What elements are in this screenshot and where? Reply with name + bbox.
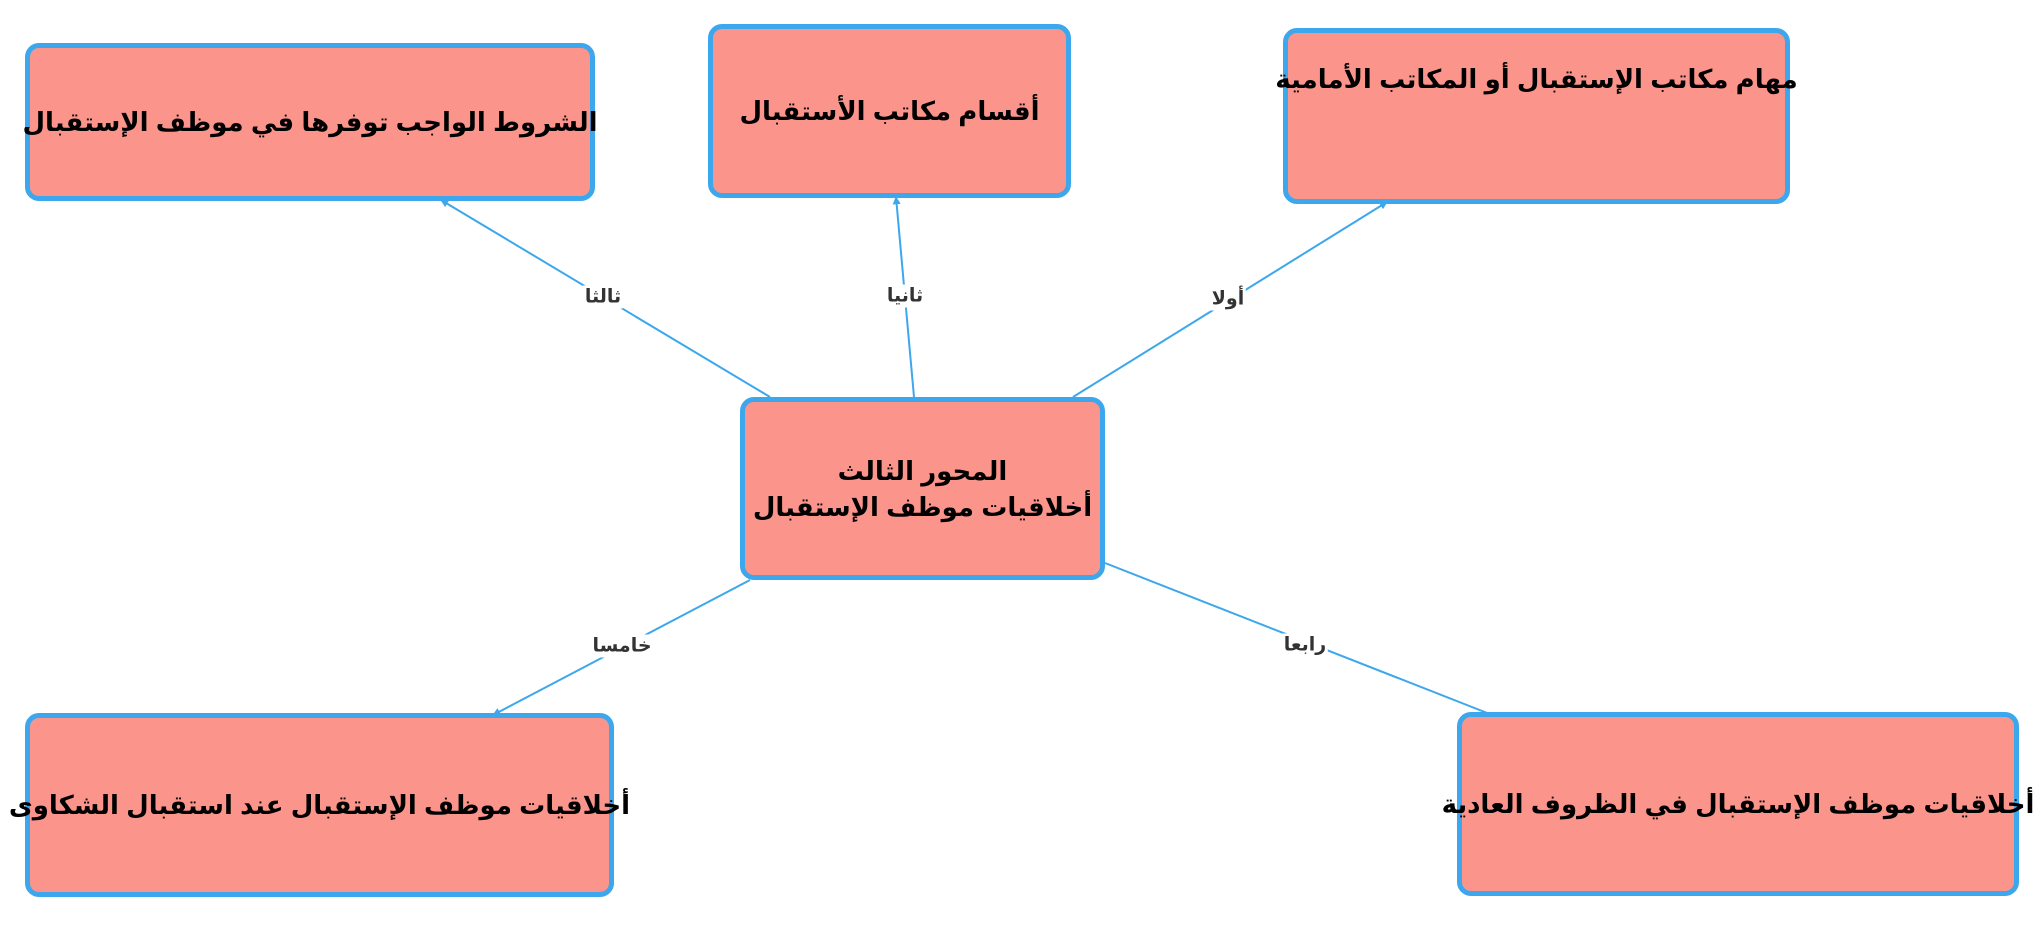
node-second-text: أقسام مكاتب الأستقبال [739,96,1040,126]
node-center[interactable]: المحور الثالث أخلاقيات موظف الإستقبال [740,397,1105,580]
node-fifth[interactable]: أخلاقيات موظف الإستقبال عند استقبال الشك… [9,713,630,897]
edge-label-second: ثانيا [884,284,926,308]
node-first[interactable]: مهام مكاتب الإستقبال أو المكاتب الأمامية [1275,28,1798,204]
node-fourth[interactable]: أخلاقيات موظف الإستقبال في الظروف العادي… [1442,712,2034,896]
node-center-text: المحور الثالث أخلاقيات موظف الإستقبال [753,453,1092,525]
node-first-text: مهام مكاتب الإستقبال أو المكاتب الأمامية [1275,64,1798,94]
node-fifth-text: أخلاقيات موظف الإستقبال عند استقبال الشك… [8,790,631,820]
edge-label-fifth: خامسا [590,634,654,658]
node-center-line2: أخلاقيات موظف الإستقبال [752,491,1093,522]
node-second[interactable]: أقسام مكاتب الأستقبال [708,24,1071,198]
edge-label-first: أولا [1209,287,1247,311]
node-third[interactable]: الشروط الواجب توفرها في موظف الإستقبال [22,43,598,201]
edge-label-third: ثالثا [582,285,624,309]
node-center-line1: المحور الثالث [837,455,1008,486]
edge-label-fourth: رابعا [1281,633,1329,657]
node-third-text: الشروط الواجب توفرها في موظف الإستقبال [22,107,598,137]
node-fourth-text: أخلاقيات موظف الإستقبال في الظروف العادي… [1441,789,2035,819]
